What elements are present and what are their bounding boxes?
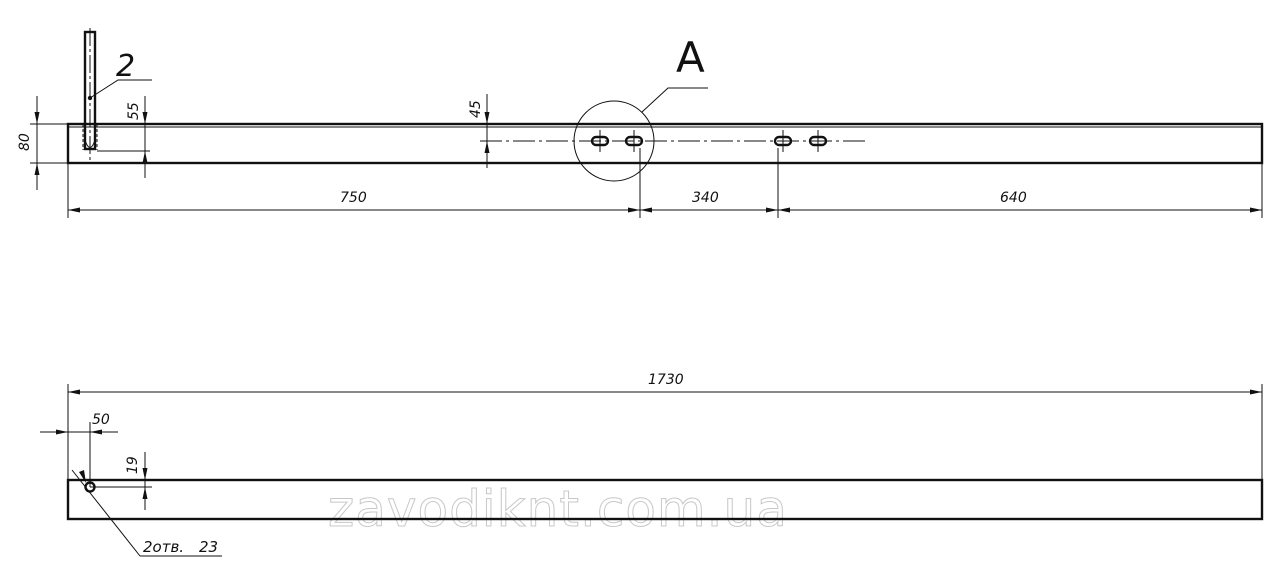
dim-80-text: 80 bbox=[17, 133, 33, 151]
rod-item-2 bbox=[82, 28, 98, 160]
hole-diameter-text: 23 bbox=[199, 538, 218, 556]
slots bbox=[590, 130, 828, 152]
item-2-leader bbox=[89, 79, 152, 99]
dim-45-text: 45 bbox=[468, 100, 484, 118]
top-view: A 2 80 55 45 bbox=[17, 28, 1264, 218]
dim-55-text: 55 bbox=[126, 102, 142, 120]
detail-circle-a bbox=[573, 100, 655, 182]
watermark: zavodiknt.com.ua bbox=[328, 480, 788, 538]
dim-19: 19 bbox=[90, 452, 152, 510]
top-bar-outline bbox=[66, 122, 1264, 165]
dim-50-text: 50 bbox=[92, 412, 110, 428]
view-a-label: A bbox=[676, 33, 705, 82]
dim-750-text: 750 bbox=[340, 190, 367, 206]
hole-count-text: 2отв. bbox=[143, 538, 184, 556]
dim-1730-text: 1730 bbox=[648, 372, 684, 388]
dim-45: 45 bbox=[468, 94, 490, 168]
dim-chain: 750 340 640 bbox=[67, 148, 1263, 218]
hole-note: 2отв. 23 bbox=[71, 469, 222, 557]
dim-340-text: 340 bbox=[692, 190, 719, 206]
dim-55: 55 bbox=[97, 96, 150, 178]
detail-a-leader bbox=[641, 87, 708, 113]
bottom-view: zavodiknt.com.ua 1730 50 19 bbox=[40, 372, 1264, 557]
dim-1730: 1730 bbox=[67, 372, 1263, 480]
dim-80: 80 bbox=[17, 96, 68, 190]
dim-19-text: 19 bbox=[125, 456, 141, 474]
item-2-label: 2 bbox=[116, 49, 135, 84]
bottom-bar-outline bbox=[66, 478, 1264, 521]
dim-50: 50 bbox=[40, 412, 118, 487]
dim-640-text: 640 bbox=[1000, 190, 1027, 206]
